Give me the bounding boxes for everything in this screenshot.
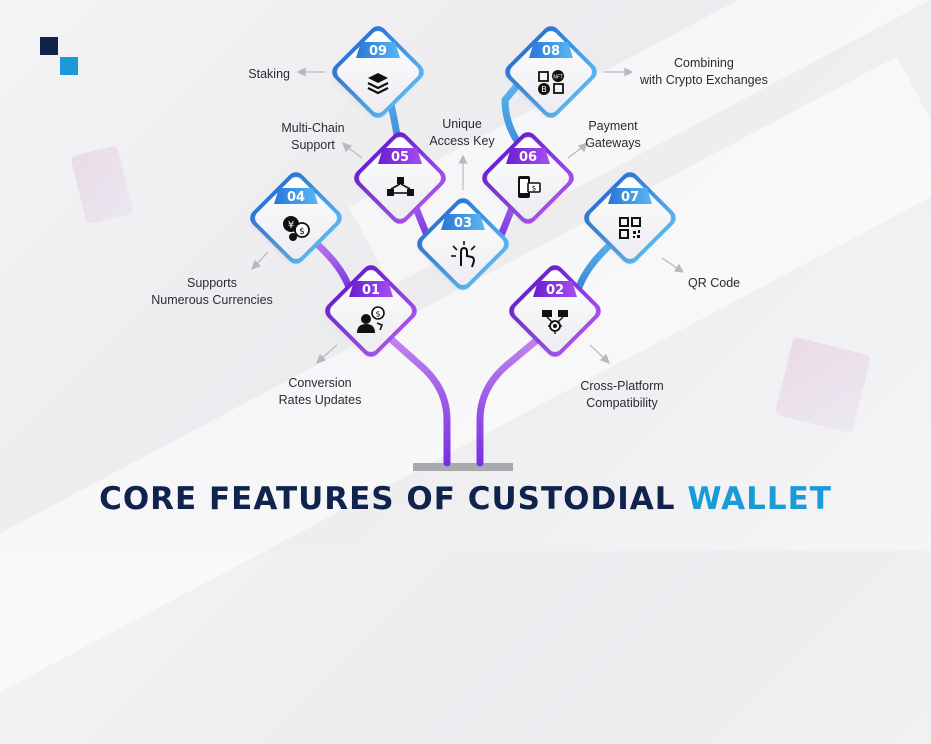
feature-number: 07 xyxy=(621,190,639,205)
currency-coins-icon: ¥$ xyxy=(283,216,310,241)
feature-label-line: with Crypto Exchanges xyxy=(640,73,768,87)
feature-label-line: QR Code xyxy=(688,276,741,290)
blockchain-cubes-icon xyxy=(387,177,414,196)
label-connectors xyxy=(250,67,685,365)
title-highlight: WALLET xyxy=(687,481,832,517)
feature-node-09: 09 xyxy=(332,26,424,118)
feature-label-line: Combining xyxy=(674,56,734,70)
feature-number-badge xyxy=(356,42,400,58)
svg-text:$: $ xyxy=(299,227,305,237)
svg-text:¥: ¥ xyxy=(288,220,294,231)
feature-number: 02 xyxy=(546,283,564,298)
feature-number-badge xyxy=(378,148,422,164)
label-09: Staking xyxy=(248,66,290,83)
svg-text:NFT: NFT xyxy=(553,75,564,81)
feature-label-line: Unique xyxy=(442,117,482,131)
feature-number-badge xyxy=(349,281,393,297)
feature-label-line: Multi-Chain xyxy=(281,121,345,135)
branch-01 xyxy=(371,321,451,467)
page-title: CORE FEATURES OF CUSTODIAL WALLET xyxy=(0,481,931,517)
user-dollar-icon: $ xyxy=(357,306,385,333)
feature-node-05: 05 xyxy=(354,132,446,224)
svg-text:B: B xyxy=(541,85,547,94)
feature-node-card xyxy=(330,270,412,352)
feature-number-badge xyxy=(506,148,550,164)
touch-access-icon xyxy=(451,241,476,268)
feature-label-line: Supports xyxy=(186,276,238,290)
label-08: Combining with Crypto Exchanges xyxy=(640,55,768,89)
exchange-icon: NFT B xyxy=(538,70,564,95)
feature-node-card xyxy=(337,31,419,113)
tree-base xyxy=(413,463,513,471)
feature-label-line: Compatibility xyxy=(586,396,658,410)
qr-code-icon xyxy=(619,217,641,239)
feature-label-line: Cross-Platform xyxy=(580,379,664,393)
feature-node-01: 01 $ xyxy=(325,265,417,357)
feature-label-line: Support xyxy=(291,138,335,152)
feature-number: 06 xyxy=(519,150,537,165)
feature-node-06: 06 $ xyxy=(482,132,574,224)
feature-node-card xyxy=(422,203,504,285)
stack-layers-icon xyxy=(367,73,389,95)
feature-node-card xyxy=(510,31,592,113)
feature-node-03: 03 xyxy=(417,198,509,290)
feature-number: 01 xyxy=(362,283,380,298)
mobile-payment-icon: $ xyxy=(518,176,541,198)
feature-node-04: 04¥$ xyxy=(250,172,342,264)
label-07: QR Code xyxy=(688,275,740,292)
network-computers-icon xyxy=(542,310,568,334)
feature-number-badge xyxy=(441,214,485,230)
feature-label-line: Staking xyxy=(248,67,290,81)
feature-node-card xyxy=(514,270,596,352)
feature-label-line: Payment xyxy=(588,119,638,133)
title-main: CORE FEATURES OF CUSTODIAL xyxy=(99,481,676,517)
branch-02 xyxy=(476,321,559,467)
feature-label-line: Gateways xyxy=(585,136,641,150)
feature-node-card xyxy=(589,177,671,259)
feature-number-badge xyxy=(533,281,577,297)
feature-number: 08 xyxy=(542,44,560,59)
svg-text:$: $ xyxy=(375,310,380,319)
feature-number: 04 xyxy=(287,190,305,205)
feature-label-line: Access Key xyxy=(429,134,495,148)
feature-number-badge xyxy=(608,188,652,204)
feature-number: 09 xyxy=(369,44,387,59)
feature-number: 03 xyxy=(454,216,472,231)
brand-logo xyxy=(40,37,82,79)
svg-text:$: $ xyxy=(532,185,536,193)
feature-label-line: Numerous Currencies xyxy=(151,293,273,307)
feature-number-badge xyxy=(529,42,573,58)
feature-label-line: Rates Updates xyxy=(278,393,362,407)
feature-node-02: 02 xyxy=(509,265,601,357)
feature-label-line: Conversion xyxy=(288,376,352,390)
feature-number-badge xyxy=(274,188,318,204)
feature-node-07: 07 xyxy=(584,172,676,264)
feature-number: 05 xyxy=(391,150,409,165)
